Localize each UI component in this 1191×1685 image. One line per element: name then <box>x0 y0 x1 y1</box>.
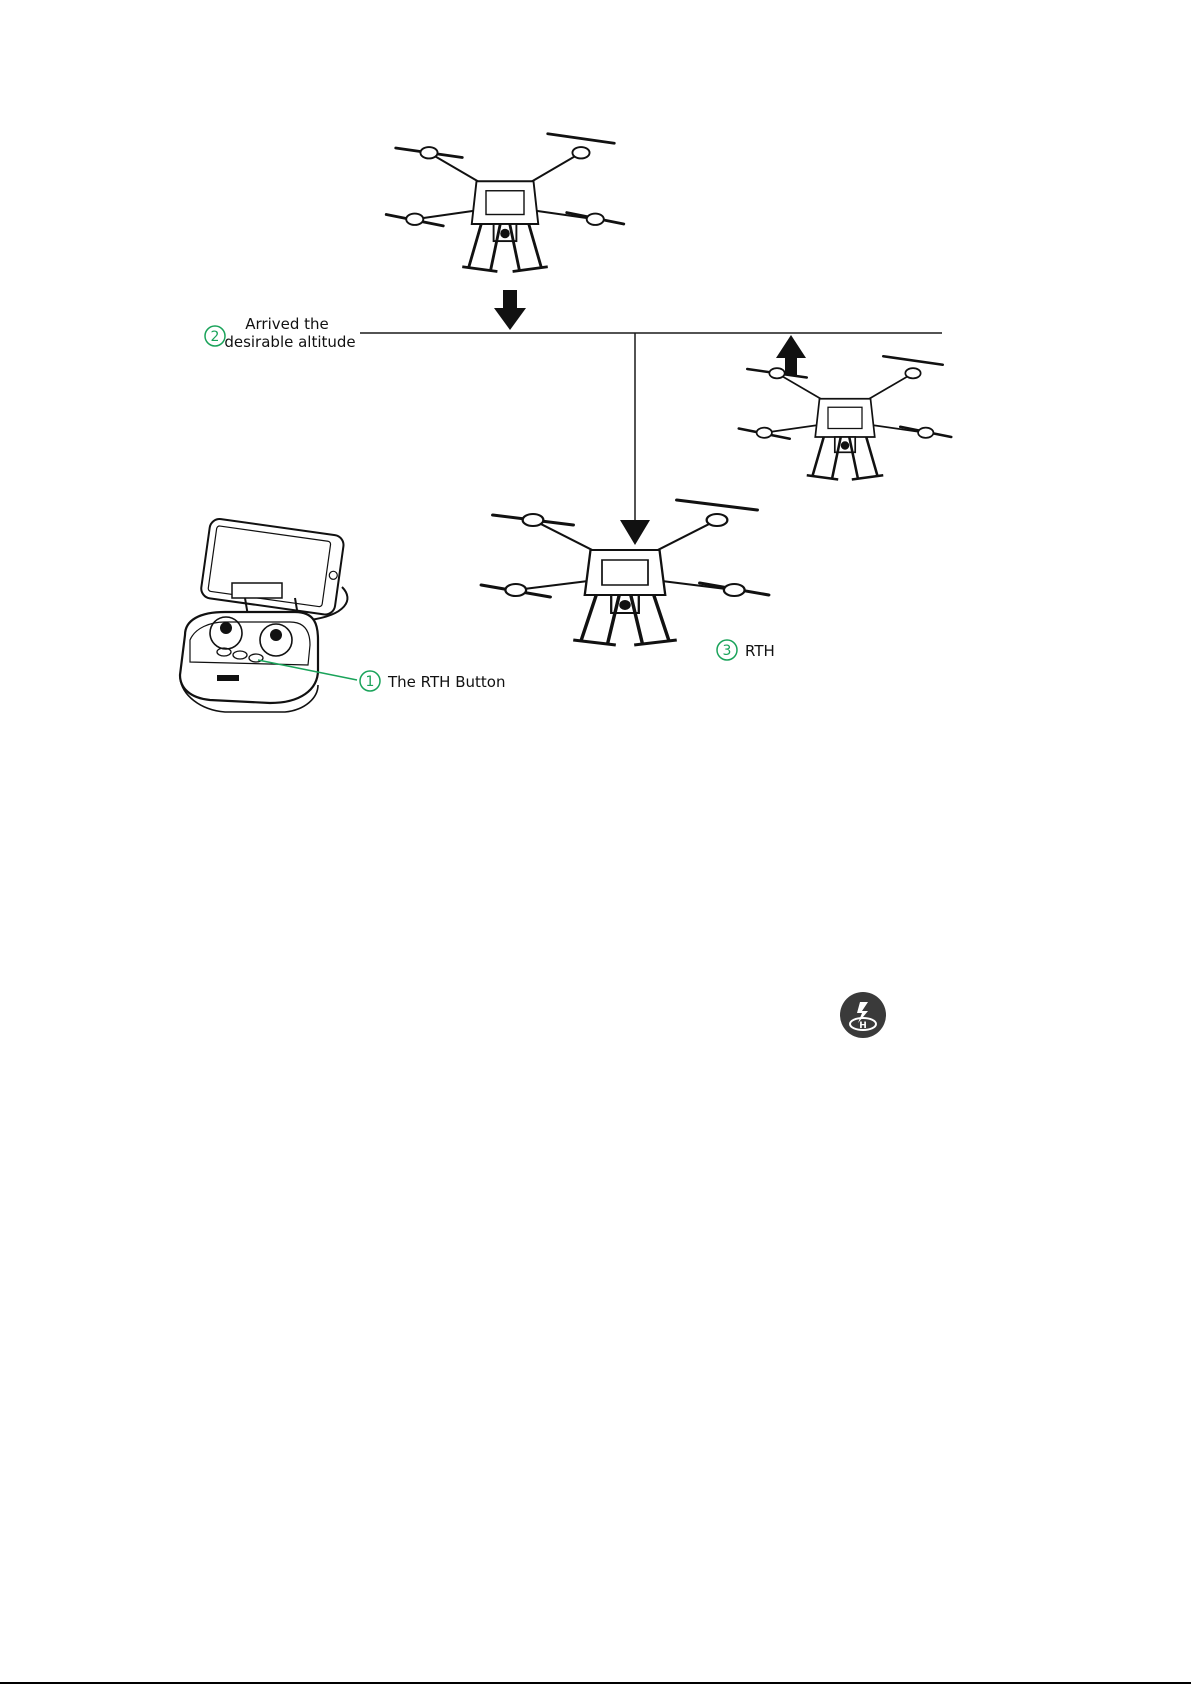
step1-number: 1 <box>366 674 375 690</box>
svg-text:H: H <box>859 1021 867 1031</box>
step2-label-line2: desirable altitude <box>224 333 355 351</box>
step2-number: 2 <box>211 329 220 345</box>
step3-number: 3 <box>723 643 732 659</box>
page-bottom-rule <box>0 1682 1191 1684</box>
descend-arrow <box>494 290 526 330</box>
drone-right <box>739 356 952 479</box>
remote-controller-icon <box>180 518 347 712</box>
step2-label-line1: Arrived the <box>245 315 329 333</box>
step1-label: The RTH Button <box>387 673 505 691</box>
step3-label: RTH <box>745 642 775 660</box>
rth-down-arrowhead <box>620 520 650 545</box>
drone-top <box>386 134 624 272</box>
return-to-home-icon: H <box>840 992 886 1038</box>
